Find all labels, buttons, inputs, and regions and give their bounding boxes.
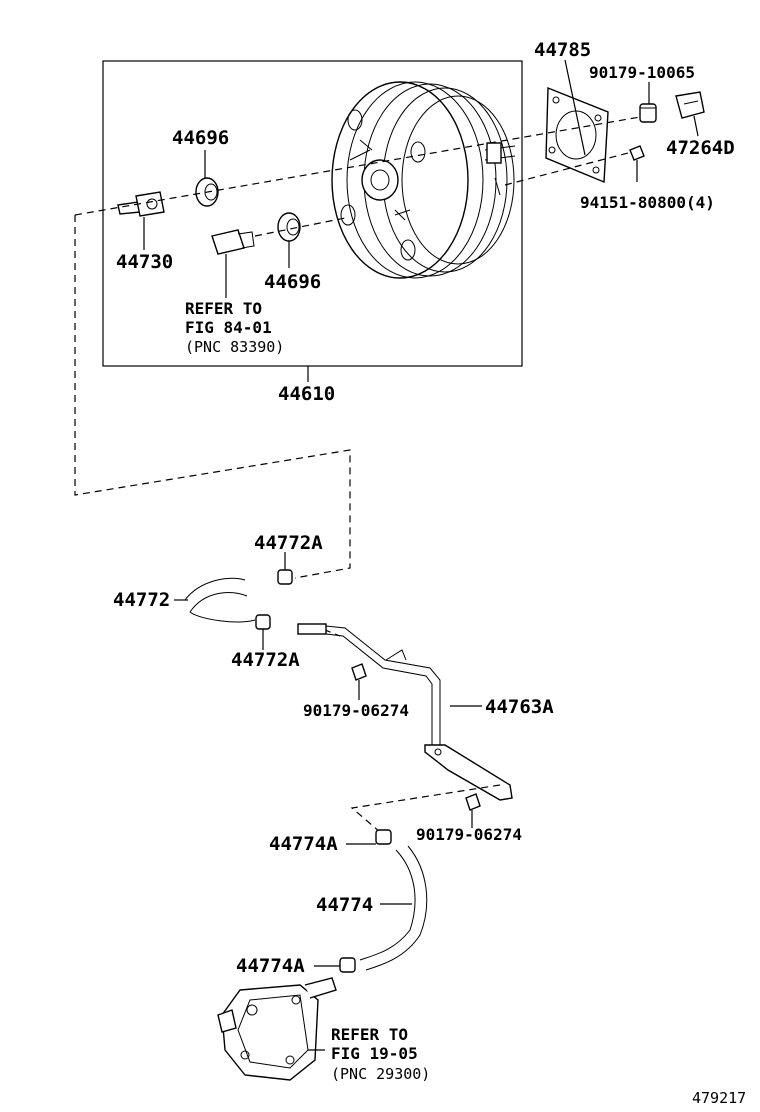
clevis-47264D [675,91,705,119]
label-44763A: 44763A [485,696,554,718]
hose-44772 [184,577,256,623]
ref2-line1: REFER TO [331,1025,408,1044]
label-44774: 44774 [316,894,373,916]
pressure-sensor [211,229,255,255]
clamp-44772A-bottom [255,614,271,630]
clamp-44774A-top [375,829,392,845]
brake-booster [331,81,516,279]
label-44610: 44610 [278,383,335,405]
label-44696-bottom: 44696 [264,271,321,293]
hose-44774 [359,845,428,971]
label-44774A-top: 44774A [269,833,338,855]
grommet-44696-bottom [277,212,301,242]
clamp-44772A-top [277,569,293,585]
pipe-44763A [297,623,513,801]
vacuum-pump [217,977,337,1081]
ref2-line2: FIG 19-05 [331,1044,418,1063]
label-44772A-bottom: 44772A [231,649,300,671]
label-44730: 44730 [116,251,173,273]
check-valve-44730 [117,191,165,217]
nut-94151-80800 [629,145,645,161]
label-90179-06274-a: 90179-06274 [303,701,409,720]
label-44772A-top: 44772A [254,532,323,554]
label-90179-06274-b: 90179-06274 [416,825,522,844]
gasket-plate [545,86,609,184]
figure-id: 479217 [692,1089,746,1107]
ref2-line3: (PNC 29300) [331,1065,430,1083]
label-44772: 44772 [113,589,170,611]
label-44785: 44785 [534,39,591,61]
label-94151-80800: 94151-80800(4) [580,193,715,212]
label-44696-top: 44696 [172,127,229,149]
nut-90179-06274-a [351,663,367,681]
nut-90179-06274-b [465,793,481,811]
nut-90179-10065 [639,103,657,123]
label-44774A-bottom: 44774A [236,955,305,977]
clamp-44774A-bottom [339,957,356,973]
ref1-line3: (PNC 83390) [185,338,284,356]
label-90179-10065: 90179-10065 [589,63,695,82]
ref1-line2: FIG 84-01 [185,318,272,337]
label-47264D: 47264D [666,137,735,159]
ref1-line1: REFER TO [185,299,262,318]
assembly-frame [102,60,523,367]
